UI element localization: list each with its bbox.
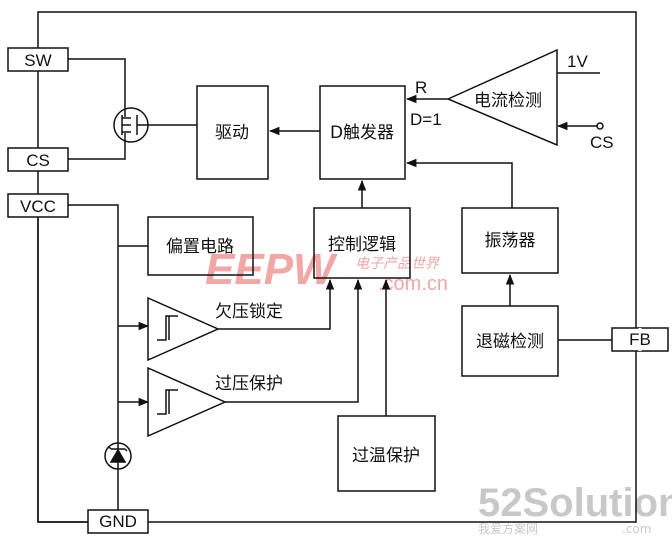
ref-1v-label: 1V <box>567 52 588 71</box>
bias-label: 偏置电路 <box>166 237 234 257</box>
cs-wire <box>68 140 126 160</box>
gnd-left-wire <box>37 217 88 523</box>
solution-logo-text: 52Solution <box>478 481 672 525</box>
eepw-chinese-text: 电子产品世界 <box>355 256 440 272</box>
uvlo-comparator <box>147 296 220 362</box>
reset-signal-label: R <box>415 78 427 97</box>
vcc-rail <box>68 204 119 510</box>
eepw-watermark: EEPW .com.cn 电子产品世界 <box>205 245 448 295</box>
ovp-comparator <box>147 366 227 438</box>
demag-label: 退磁检测 <box>476 332 544 352</box>
d-flipflop-block <box>319 85 406 180</box>
uvlo-to-logic-arrow <box>218 278 335 330</box>
pin-sw-label: SW <box>24 51 51 70</box>
eepw-domain-text: .com.cn <box>378 273 448 295</box>
pin-fb-label: FB <box>629 330 651 349</box>
solution-watermark: 52Solution 我爱方案网 .com <box>478 481 672 536</box>
current-sense-amp <box>446 48 558 147</box>
sw-wire <box>68 58 126 110</box>
eepw-logo-text: EEPW <box>205 245 338 294</box>
cs-input-label: CS <box>590 133 614 152</box>
current-sense-label: 电流检测 <box>474 91 542 111</box>
pin-gnd-label: GND <box>99 512 137 531</box>
solution-domain-text: .com <box>622 522 651 536</box>
d-input-label: D=1 <box>410 110 442 129</box>
uvlo-label: 欠压锁定 <box>215 302 283 322</box>
mosfet-terminals <box>122 117 131 133</box>
solution-chinese-text: 我爱方案网 <box>478 521 538 536</box>
d-flipflop-label: D触发器 <box>330 123 394 143</box>
pin-vcc-label: VCC <box>20 197 56 216</box>
ovp-hysteresis-icon <box>157 389 178 415</box>
osc-to-ff-arrow <box>405 158 513 208</box>
chip-outline <box>37 11 637 523</box>
pin-cs-label: CS <box>26 151 50 170</box>
driver-label: 驱动 <box>215 123 249 143</box>
zener-triangle <box>109 448 127 463</box>
zener-diode-icon <box>104 442 132 470</box>
ovp-label: 过压保护 <box>215 374 283 394</box>
otp-label: 过温保护 <box>352 446 420 466</box>
oscillator-block <box>461 207 559 274</box>
driver-block <box>196 85 269 180</box>
cs-input-terminal <box>596 122 604 130</box>
uvlo-hysteresis-icon <box>157 315 178 341</box>
control-logic-label: 控制逻辑 <box>328 235 396 255</box>
oscillator-label: 振荡器 <box>485 231 536 251</box>
ovp-to-logic-arrow <box>225 278 363 403</box>
